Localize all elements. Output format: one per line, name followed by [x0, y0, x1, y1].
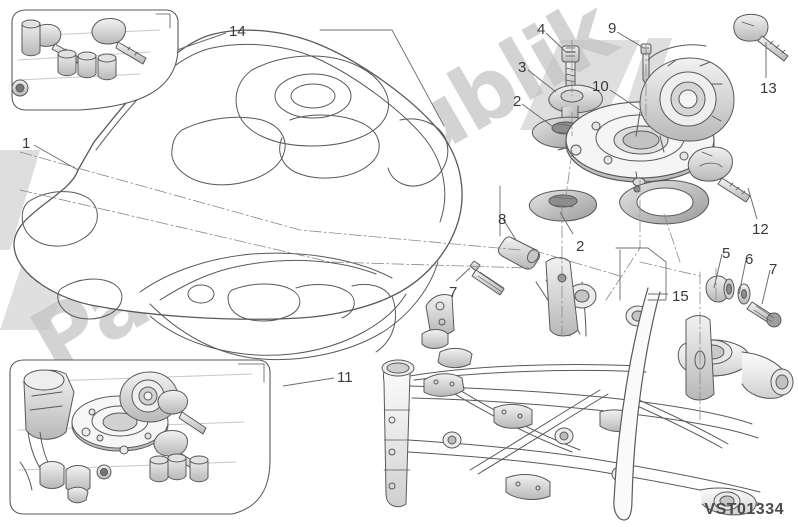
- leader-fixing-screw: [761, 269, 771, 305]
- callout-spacer-bush[interactable]: 8: [498, 211, 507, 228]
- tank-cap-gasket-2-lower: [528, 189, 597, 222]
- rubber-mount-5: [705, 275, 735, 303]
- callout-ignition-lock-kit[interactable]: 11: [337, 369, 353, 386]
- callout-washer[interactable]: 6: [745, 251, 754, 268]
- leader-lock-set-kit: [176, 32, 227, 51]
- ignition-key-12: [687, 146, 751, 203]
- leader-tank-cap-gasket-lower: [559, 211, 574, 235]
- diagram-code: VST01334: [704, 501, 784, 518]
- fixing-screw-7-right: [746, 301, 782, 328]
- pointer-lines: [319, 29, 667, 301]
- callout-rubber-mount[interactable]: 5: [722, 245, 731, 262]
- cap-retaining-ring: [619, 179, 709, 225]
- callout-fuel-breather-pipe[interactable]: 15: [672, 288, 689, 305]
- callout-ignition-key-black[interactable]: 13: [760, 80, 777, 97]
- callout-ignition-key-grey[interactable]: 12: [752, 221, 769, 238]
- callout-tank-cap-flange[interactable]: 10: [592, 78, 609, 95]
- leader-ignition-lock-kit: [282, 377, 335, 387]
- callout-fixing-screw[interactable]: 7: [449, 284, 458, 301]
- leader-fixing-screw: [455, 267, 471, 282]
- callout-tank-cap-gasket-lower[interactable]: 2: [576, 238, 585, 255]
- inset-box-14: [11, 9, 179, 111]
- construction-lines: [19, 39, 717, 421]
- leader-ignition-key-grey: [747, 187, 758, 220]
- callout-tank-cap-plug[interactable]: 3: [518, 59, 527, 76]
- callout-tank-cap-gasket-upper[interactable]: 2: [513, 93, 522, 110]
- leader-socket-head-screw: [545, 32, 567, 53]
- fuel-breather-pipe-15: [613, 287, 661, 521]
- inset-box-11: [9, 359, 271, 515]
- leader-washer: [738, 259, 747, 295]
- callout-socket-head-screw[interactable]: 4: [537, 21, 546, 38]
- ignition-key-13: [733, 13, 789, 62]
- leader-tank-cap-plug: [527, 69, 557, 93]
- motorcycle-frame: [381, 257, 794, 516]
- leader-tank-cap-gasket-upper: [521, 103, 553, 127]
- leader-rubber-mount: [713, 253, 723, 289]
- spacer-bush-8: [497, 236, 541, 270]
- callout-lock-set-kit[interactable]: 14: [229, 23, 246, 40]
- fuel-tank-outline: [13, 29, 463, 361]
- leader-spacer-bush: [502, 218, 517, 241]
- leader-screw-small: [616, 31, 645, 49]
- washer-6: [737, 283, 751, 305]
- callout-fuel-tank[interactable]: 1: [22, 135, 31, 152]
- callout-fixing-screw[interactable]: 7: [769, 261, 778, 278]
- leader-fuel-tank: [33, 144, 79, 171]
- callout-screw-small[interactable]: 9: [608, 20, 617, 37]
